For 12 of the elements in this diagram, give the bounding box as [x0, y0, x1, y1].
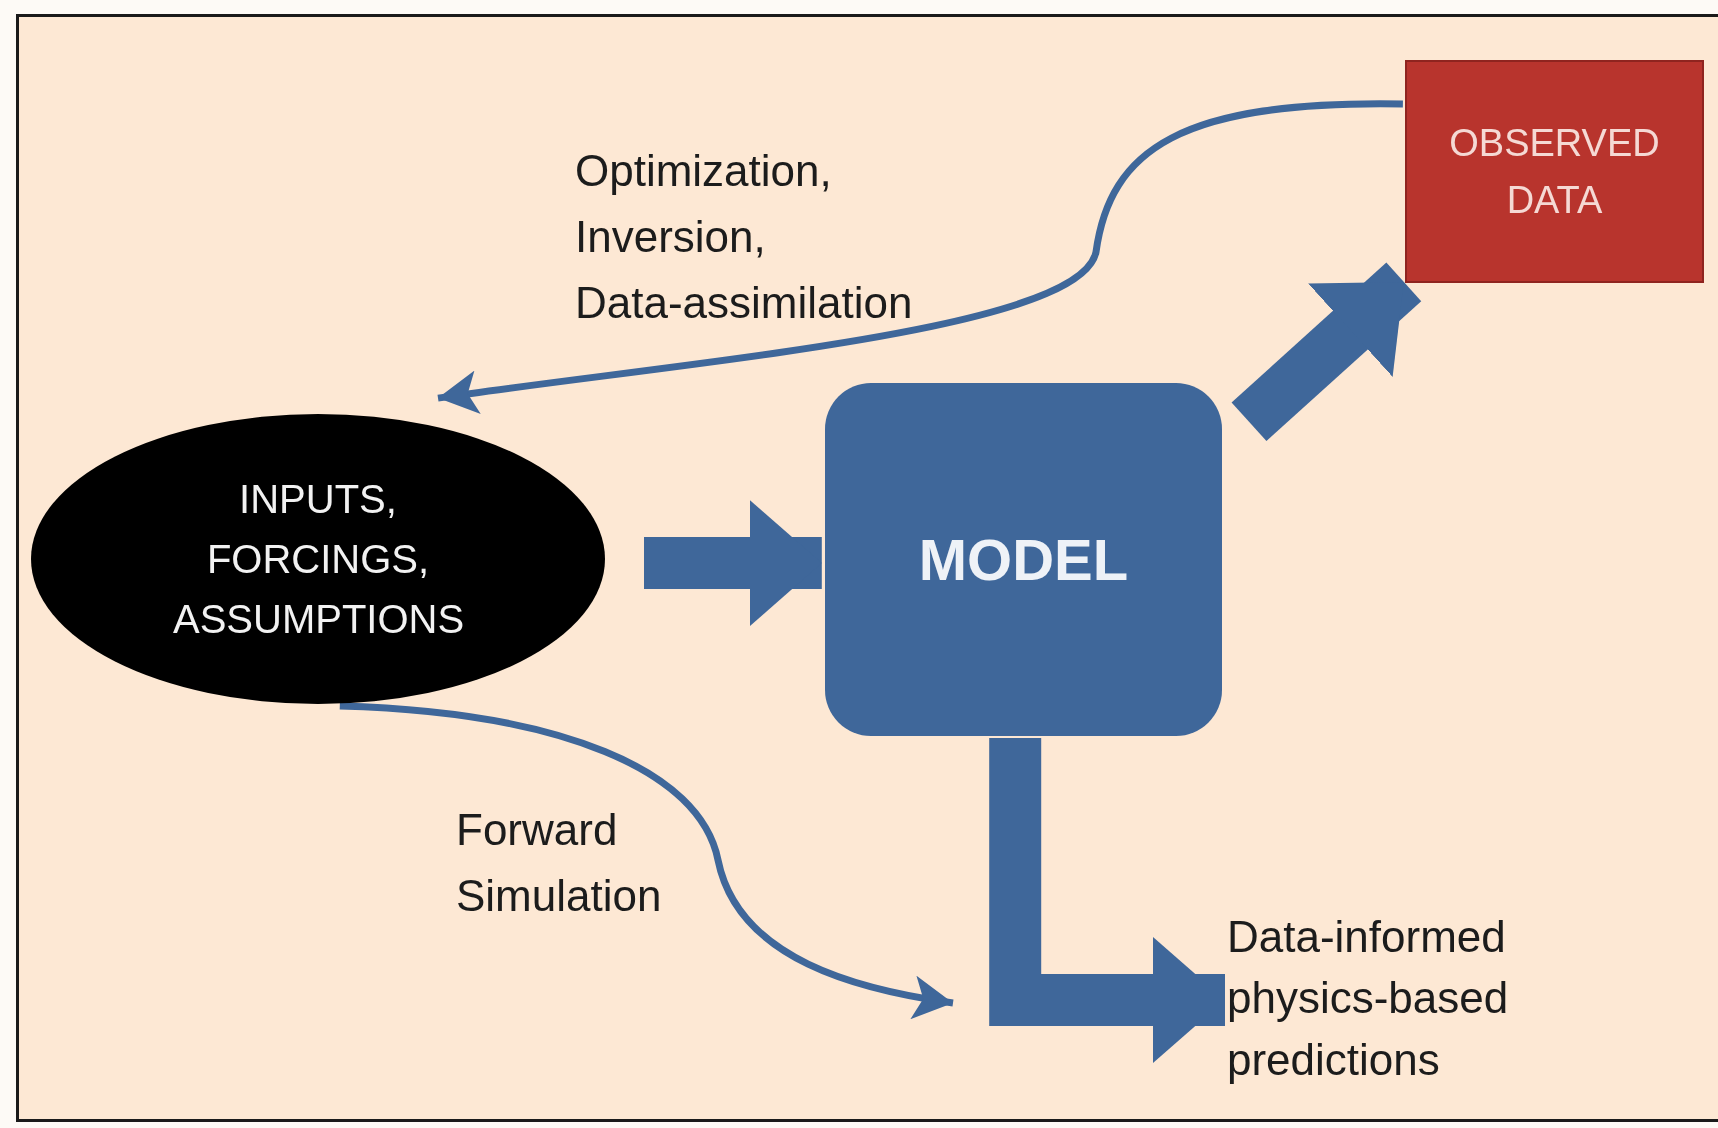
node-label: MODEL — [918, 526, 1129, 594]
data-box — [1405, 60, 1704, 283]
node-label: INPUTS, FORCINGS, ASSUMPTIONS — [173, 476, 463, 643]
prediction-text: Data-informed physics-based predictions — [1227, 910, 1510, 1086]
model-box — [825, 383, 1222, 736]
block-arrow — [644, 500, 822, 627]
edge-label: Forward Simulation — [456, 804, 663, 922]
node-label: OBSERVED DATA — [1448, 120, 1661, 223]
block-arrow — [1231, 262, 1422, 442]
curved-arrow — [339, 702, 954, 1019]
block-arrow — [989, 738, 1225, 1063]
edge-label: Optimization, Inversion, Data-assimilation — [575, 145, 914, 329]
